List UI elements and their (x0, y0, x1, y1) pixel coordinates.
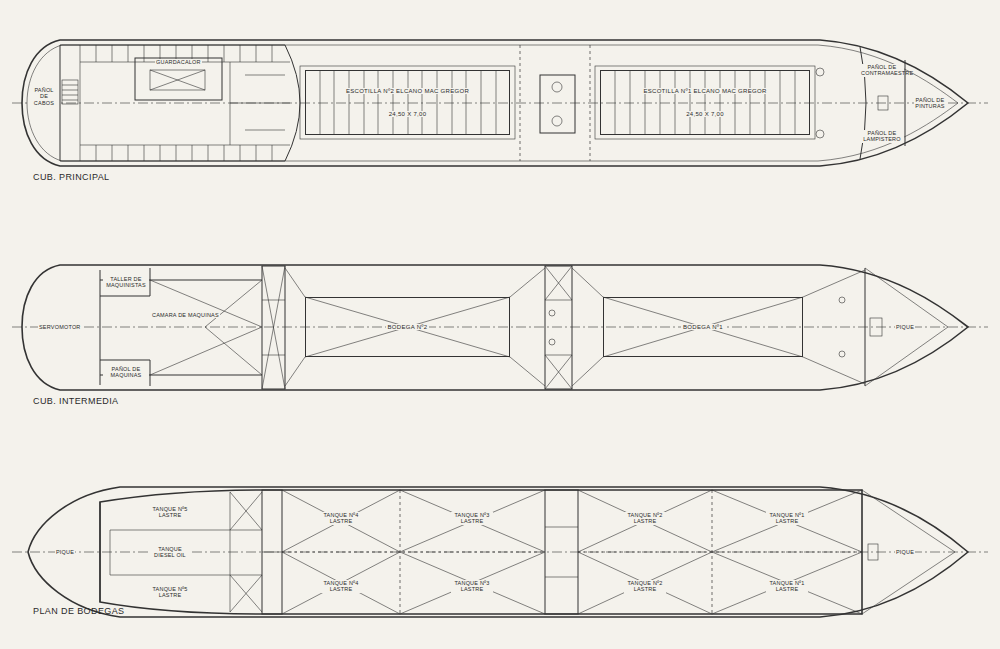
mast (552, 82, 562, 92)
intermediate-deck-plan (12, 265, 988, 390)
tank-name: TANQUE Nº1 LASTRE (766, 512, 808, 525)
room-name: PAÑOL DE MAQUINAS (103, 366, 149, 379)
tank-name: TANQUE Nº3 LASTRE (451, 512, 493, 525)
aft-tank-walls (110, 492, 262, 612)
room-name: PAÑOL DE LAMPISTERO (860, 130, 904, 143)
tank-cross (262, 266, 285, 389)
casing-opening (150, 70, 205, 90)
mast-house (540, 75, 575, 133)
windlass (816, 130, 824, 138)
mast (552, 116, 562, 126)
ventilator (549, 310, 555, 316)
room-name: PIQUE (895, 549, 915, 555)
casing-cross (150, 70, 205, 90)
hatch-panels (320, 70, 795, 135)
space-name: BODEGA Nº1 (681, 324, 725, 330)
cargo-hold: BODEGA Nº2 (305, 297, 510, 357)
view-title: CUB. PRINCIPAL (32, 172, 110, 182)
derrick-post (839, 297, 845, 303)
centre-line (12, 327, 988, 328)
bulkhead-tank (545, 266, 572, 389)
room-name: PAÑOL DE CABOS (30, 87, 58, 106)
bulkhead-tank (262, 266, 285, 389)
room-name: CAMARA DE MAQUINAS (151, 312, 220, 318)
tank-name: TANQUE Nº4 LASTRE (320, 580, 362, 593)
tank-name: TANQUE Nº4 LASTRE (320, 512, 362, 525)
hatch-cover: ESCOTILLA Nº1 ELCANO MAC GREGOR 24,50 X 7… (600, 70, 810, 135)
tank-cross (545, 266, 572, 389)
space-name: ESCOTILLA Nº1 ELCANO MAC GREGOR (641, 88, 768, 94)
tank-name: TANQUE Nº2 LASTRE (624, 580, 666, 593)
hull-outline (22, 265, 968, 390)
derrick-post (839, 351, 845, 357)
engine-casing (135, 58, 222, 100)
space-name: BODEGA Nº2 (386, 324, 430, 330)
tank-name: TANQUE Nº5 LASTRE (148, 506, 192, 519)
tank-name: TANQUE DIESEL OIL (148, 546, 192, 559)
room-name: PAÑOL DE PINTURAS (914, 97, 946, 110)
view-title: PLAN DE BODEGAS (32, 606, 126, 616)
stair-steps (62, 85, 78, 100)
centre-line (12, 103, 988, 104)
stair-well (62, 80, 78, 104)
windlass (816, 68, 824, 76)
room-name: TALLER DE MAQUINISTAS (103, 276, 149, 289)
hatch-coaming (300, 66, 515, 139)
tank-name: TANQUE Nº1 LASTRE (766, 580, 808, 593)
room-name: GUARDACALOR (155, 59, 202, 65)
hold-plan (12, 487, 988, 617)
room-name: SERVOMOTOR (38, 324, 82, 330)
room-name: PIQUE (895, 324, 915, 330)
room-name: PIQUE (55, 549, 75, 555)
engine-room-cross (150, 280, 262, 375)
hatch-cover: ESCOTILLA Nº2 ELCANO MAC GREGOR 24,50 X 7… (305, 70, 510, 135)
cargo-hold: BODEGA Nº1 (603, 297, 803, 357)
ventilator (549, 339, 555, 345)
tank-name: TANQUE Nº5 LASTRE (148, 586, 192, 599)
stern-peak-bulkhead (100, 502, 101, 602)
space-name: ESCOTILLA Nº2 ELCANO MAC GREGOR (344, 88, 471, 94)
tank-name: TANQUE Nº2 LASTRE (624, 512, 666, 525)
dimension: 24,50 X 7,00 (387, 111, 429, 117)
room-name: PAÑOL DE CONTRAMAESTRE (860, 64, 904, 77)
view-title: CUB. INTERMEDIA (32, 396, 120, 406)
tank-name: TANQUE Nº3 LASTRE (451, 580, 493, 593)
peak-cross (862, 490, 955, 614)
dimension: 24,50 X 7,00 (684, 111, 726, 117)
main-deck-plan (12, 40, 988, 166)
